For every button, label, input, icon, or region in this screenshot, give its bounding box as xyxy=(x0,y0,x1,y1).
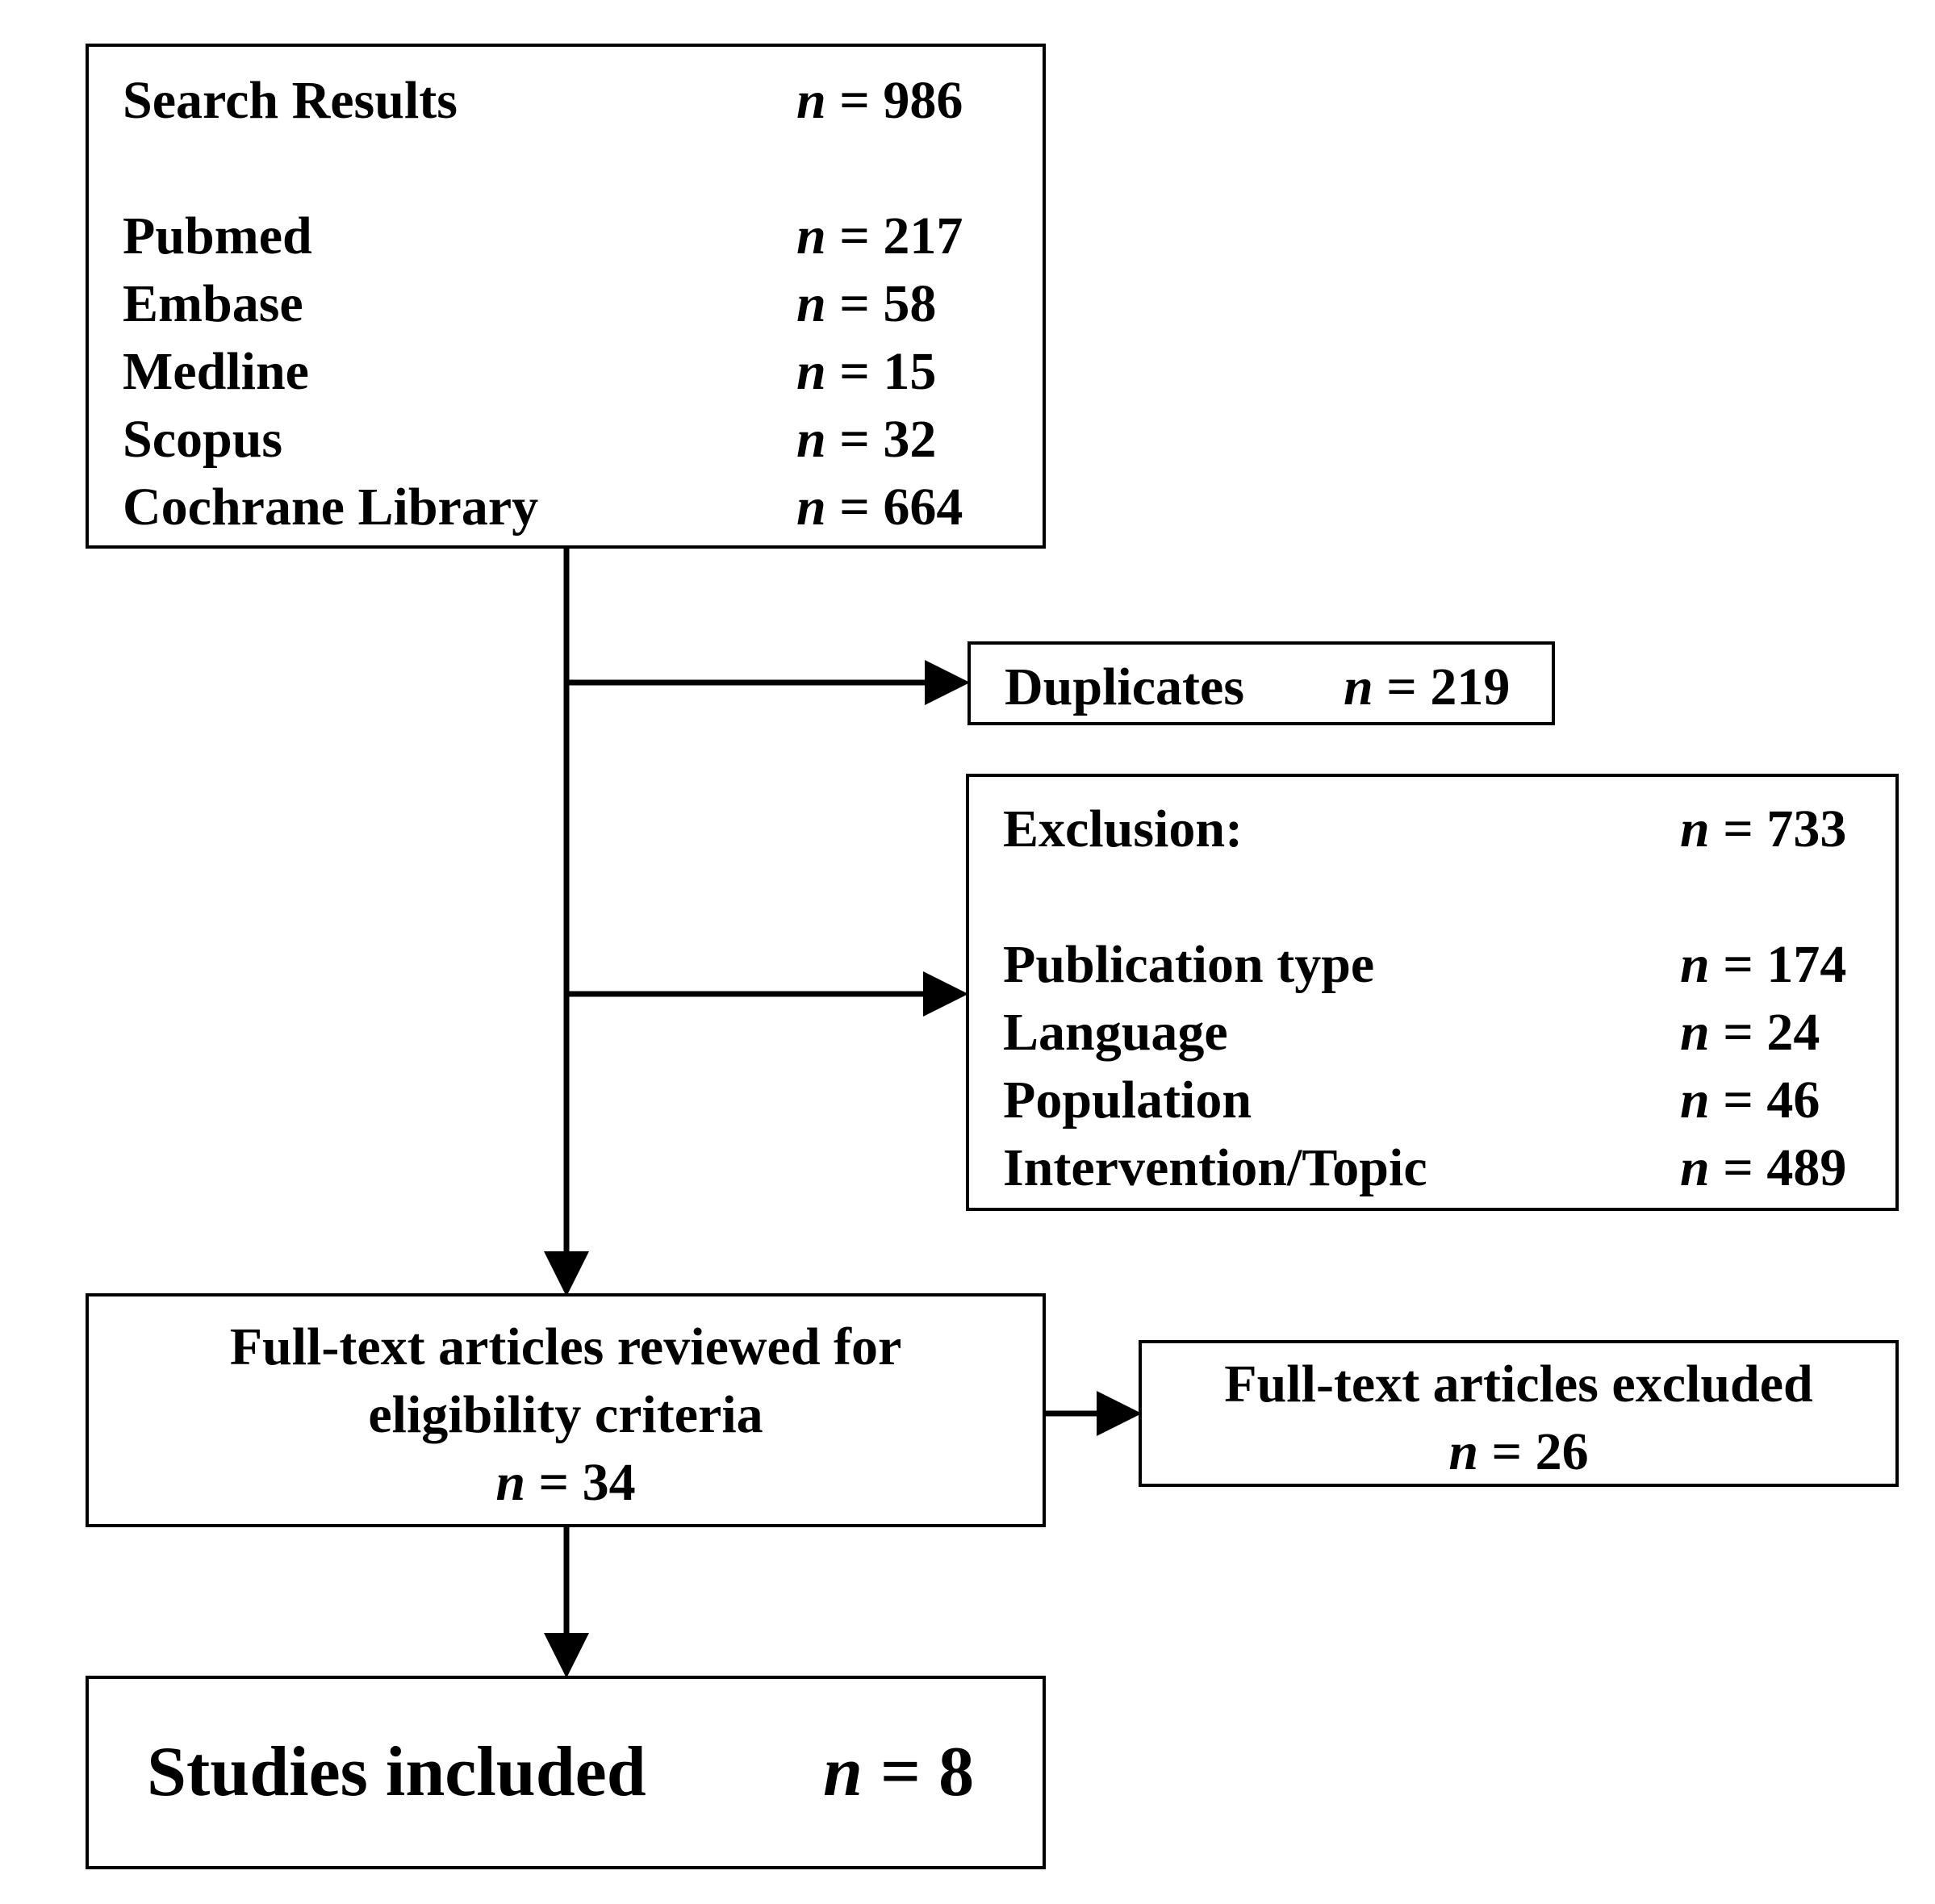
fulltext-reviewed-line2: eligibility criteria xyxy=(368,1385,763,1444)
fulltext-excluded-line1: Full-text articles excluded xyxy=(1224,1355,1813,1413)
exclusion-reason-label: Intervention/Topic xyxy=(1003,1138,1427,1197)
source-label: Cochrane Library xyxy=(123,478,539,537)
fulltext-excluded-box: Full-text articles excluded n = 26 xyxy=(1139,1340,1899,1487)
exclusion-reason-label: Publication type xyxy=(1003,935,1375,994)
source-count: 217 xyxy=(883,207,963,265)
source-label: Embase xyxy=(123,274,303,333)
source-count: 15 xyxy=(883,342,937,401)
exclusion-reason-count: 174 xyxy=(1766,935,1847,994)
fulltext-reviewed-line1: Full-text articles reviewed for xyxy=(229,1317,902,1376)
source-count: 58 xyxy=(883,274,937,333)
exclusion-reason-label: Language xyxy=(1003,1003,1228,1062)
source-count: 32 xyxy=(883,410,937,469)
fulltext-reviewed-count: 34 xyxy=(582,1453,636,1512)
search-results-box: Search Results n = 986 Pubmed n = 217 Em… xyxy=(86,44,1046,549)
exclusion-reason-count: 46 xyxy=(1766,1071,1820,1129)
exclusion-total: 733 xyxy=(1766,800,1847,858)
source-label: Scopus xyxy=(123,410,283,469)
search-results-title: Search Results xyxy=(123,71,458,130)
exclusion-title: Exclusion: xyxy=(1003,800,1243,858)
studies-included-box: Studies included n = 8 xyxy=(86,1676,1046,1869)
fulltext-reviewed-box: Full-text articles reviewed for eligibil… xyxy=(86,1293,1046,1527)
search-results-total: 986 xyxy=(883,71,963,130)
exclusion-reason-count: 24 xyxy=(1766,1003,1820,1062)
duplicates-box: Duplicates n = 219 xyxy=(967,641,1555,725)
fulltext-reviewed-count-row: n = 34 xyxy=(495,1453,636,1512)
source-label: Medline xyxy=(123,342,309,401)
duplicates-label: Duplicates xyxy=(1005,658,1244,716)
studies-included-label: Studies included xyxy=(147,1733,646,1811)
source-label: Pubmed xyxy=(123,207,312,265)
exclusion-reason-count: 489 xyxy=(1766,1138,1847,1197)
fulltext-excluded-count: 26 xyxy=(1535,1422,1589,1481)
source-count: 664 xyxy=(883,478,963,537)
exclusion-box: Exclusion: n = 733 Publication type n = … xyxy=(966,774,1899,1211)
duplicates-count: 219 xyxy=(1430,658,1511,716)
studies-included-count: 8 xyxy=(938,1733,975,1811)
exclusion-reason-label: Population xyxy=(1003,1071,1252,1129)
fulltext-excluded-count-row: n = 26 xyxy=(1448,1422,1589,1481)
